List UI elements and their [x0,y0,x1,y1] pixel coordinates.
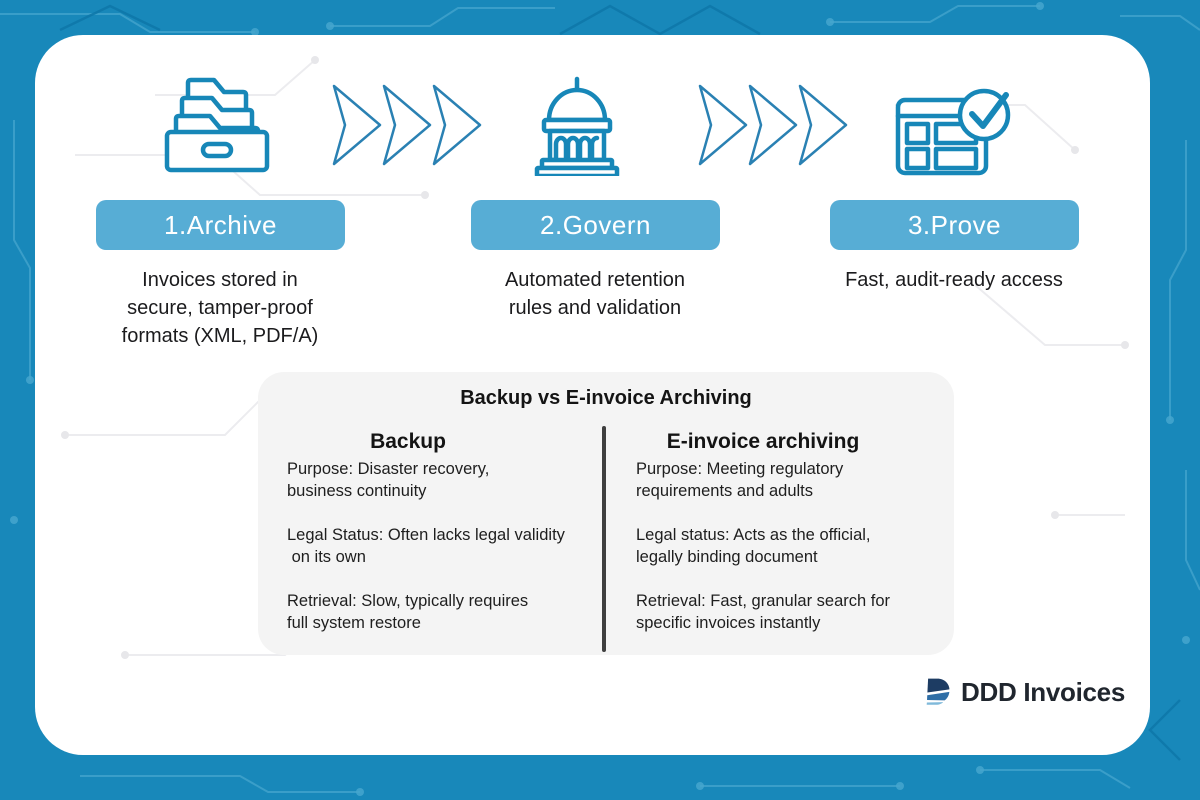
einvoice-purpose-row: Purpose: Meeting regulatory requirements… [636,460,844,500]
step-3-prove-button[interactable]: 3.Prove [830,200,1079,250]
archive-drawer-icon [164,77,270,173]
comparison-title: Backup vs E-invoice Archiving [460,387,752,409]
einvoice-column-header: E-invoice archiving [666,430,860,453]
backup-column-header: Backup [370,430,446,453]
chevron [382,84,432,166]
chevron [798,84,848,166]
audit-checklist-icon [895,88,1011,176]
chevron [332,84,382,166]
ddd-invoices-logo-text: DDD Invoices [961,676,1126,707]
step-1-description: Invoices stored in secure, tamper-proof … [121,269,319,347]
backup-purpose-row: Purpose: Disaster recovery, business con… [287,460,490,500]
step-1-archive-button[interactable]: 1.Archive [96,200,345,250]
step-2-description: Automated retention rules and validation [504,269,686,319]
chevron-arrows-icon [698,84,848,166]
chevron [748,84,798,166]
ddd-invoices-logo-icon [926,678,950,705]
chevron-arrows-icon [332,84,482,166]
backup-retrieval-row: Retrieval: Slow, typically requires full… [287,592,529,632]
government-building-icon [534,76,620,176]
step-2-govern-button[interactable]: 2.Govern [471,200,720,250]
einvoice-legal-status-row: Legal status: Acts as the official, lega… [636,526,871,566]
backup-column-rows: Purpose: Disaster recovery, business con… [287,458,607,634]
einvoice-column-rows: Purpose: Meeting regulatory requirements… [636,458,956,634]
einvoice-retrieval-row: Retrieval: Fast, granular search for spe… [636,592,891,632]
column-divider [602,426,606,652]
comparison-box: Backup vs E-invoice Archiving Backup E-i… [258,372,954,655]
content-card: 1.Archive 2.Govern 3.Prove Invoices stor… [35,35,1150,755]
step-3-description: Fast, audit-ready access [845,269,1063,291]
backup-legal-status-row: Legal Status: Often lacks legal validity… [287,526,565,566]
ddd-invoices-logo: DDD Invoices [921,676,1125,708]
chevron [698,84,748,166]
chevron [432,84,482,166]
